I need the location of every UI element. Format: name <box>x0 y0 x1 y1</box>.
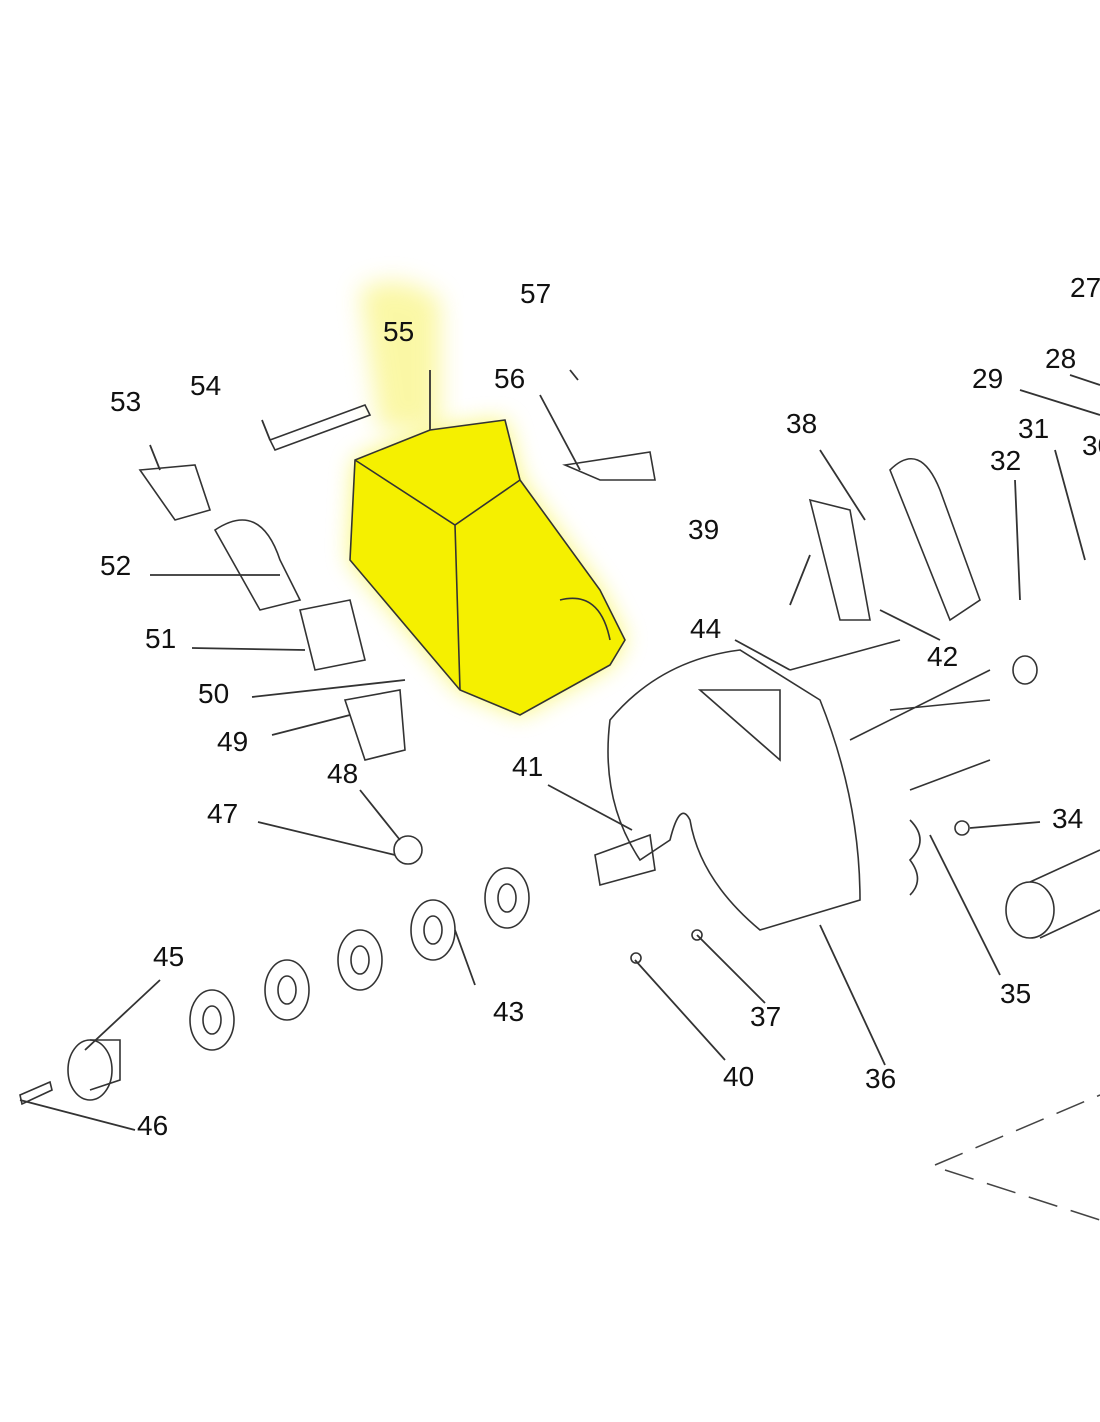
part-label-46: 46 <box>137 1110 169 1141</box>
part-label-37: 37 <box>750 1001 782 1032</box>
part-label-57: 57 <box>520 278 552 309</box>
part-label-31: 31 <box>1018 413 1050 444</box>
bushings <box>189 867 530 1051</box>
part-label-30: 30 <box>1082 430 1100 461</box>
part-label-29: 29 <box>972 363 1004 394</box>
part-label-48: 48 <box>327 758 359 789</box>
part-label-53: 53 <box>110 386 142 417</box>
part-label-49: 49 <box>217 726 249 757</box>
part-label-45: 45 <box>153 941 185 972</box>
part-label-54: 54 <box>190 370 222 401</box>
part-label-27: 27 <box>1070 272 1100 303</box>
part-label-55: 55 <box>383 316 415 347</box>
part-label-41: 41 <box>512 751 544 782</box>
part-label-39: 39 <box>688 514 720 545</box>
part-label-34: 34 <box>1052 803 1084 834</box>
part-label-51: 51 <box>145 623 177 654</box>
part-label-42: 42 <box>927 641 959 672</box>
part-label-38: 38 <box>786 408 818 439</box>
part-36-cover <box>607 649 861 931</box>
part-label-35: 35 <box>1000 978 1032 1009</box>
part-label-50: 50 <box>198 678 230 709</box>
part-label-43: 43 <box>493 996 525 1027</box>
part-label-36: 36 <box>865 1063 897 1094</box>
leader-lines <box>19 369 1100 1131</box>
part-label-32: 32 <box>990 445 1022 476</box>
part-label-40: 40 <box>723 1061 755 1092</box>
part-label-52: 52 <box>100 550 132 581</box>
part-label-47: 47 <box>207 798 239 829</box>
part-label-28: 28 <box>1045 343 1077 374</box>
part-55-highlighted[interactable] <box>349 282 626 716</box>
part-label-44: 44 <box>690 613 722 644</box>
part-label-56: 56 <box>494 363 526 394</box>
